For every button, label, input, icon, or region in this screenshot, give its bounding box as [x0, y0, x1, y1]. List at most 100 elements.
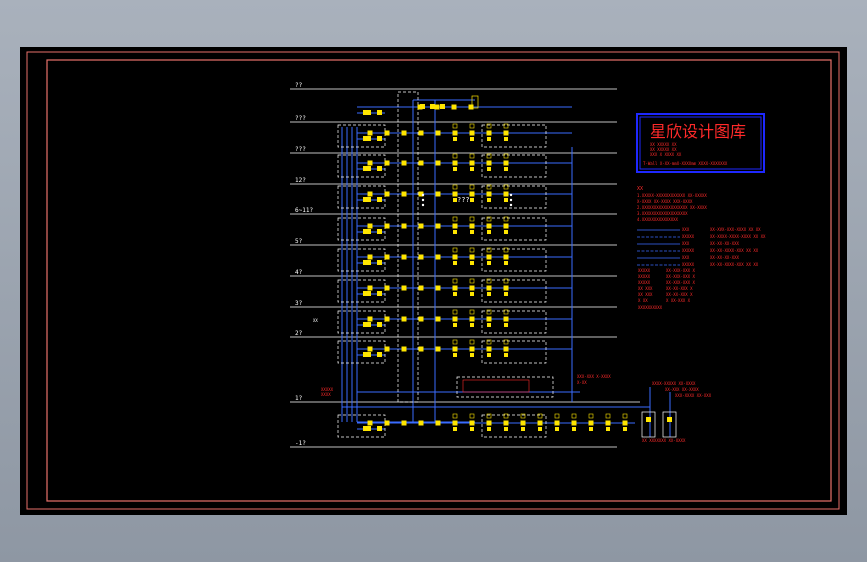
- valve-device: [520, 420, 526, 426]
- valve-device: [435, 130, 441, 136]
- pump-device: [363, 291, 371, 296]
- meter-device: [453, 167, 457, 171]
- pump-device: [363, 260, 371, 265]
- pump-device: [377, 136, 382, 141]
- dashed-boundaries: [337, 91, 554, 438]
- valve-device: [486, 130, 492, 136]
- valve-device: [503, 285, 509, 291]
- legend2-code: XXXXX: [638, 268, 651, 273]
- legend2-desc: XX-XXX-XXX X: [666, 280, 695, 285]
- valve-device: [469, 130, 475, 136]
- legend2-code: XX XXX: [638, 292, 653, 297]
- tank-box: [662, 411, 677, 438]
- meter-device: [504, 427, 508, 431]
- legend2-desc: XX-XXX-XXX X: [666, 268, 695, 273]
- valve-device: [367, 160, 373, 166]
- meter-box: [605, 413, 611, 419]
- meter-box: [486, 216, 492, 222]
- valve-device: [435, 160, 441, 166]
- legend2-desc: XX-XXX-XXX X: [666, 274, 695, 279]
- valve-device: [503, 316, 509, 322]
- notes-line: 2.XXXXXXXXXXXXXXXXXXX XX-XXXX: [637, 205, 707, 210]
- valve-device: [435, 420, 441, 426]
- valve-device: [486, 316, 492, 322]
- valve-device: [418, 420, 424, 426]
- valve-device: [434, 104, 440, 110]
- dashed-room: [481, 217, 547, 241]
- meter-box: [588, 413, 594, 419]
- meter-box: [469, 278, 475, 284]
- valve-device: [418, 254, 424, 260]
- meter-device: [470, 292, 474, 296]
- meter-device: [470, 353, 474, 357]
- valve-device: [503, 346, 509, 352]
- valve-device: [384, 130, 390, 136]
- meter-box: [452, 309, 458, 315]
- dashed-room: [337, 340, 386, 364]
- meter-device: [487, 427, 491, 431]
- dashed-room: [481, 185, 547, 209]
- meter-device: [487, 137, 491, 141]
- legend-desc: XX-XX-XX-XXX: [710, 241, 739, 246]
- valve-device: [503, 420, 509, 426]
- valve-device: [418, 191, 424, 197]
- floor-label: -1?: [295, 440, 306, 447]
- meter-box: [452, 247, 458, 253]
- meter-device: [487, 292, 491, 296]
- valve-device: [503, 160, 509, 166]
- meter-box: [503, 278, 509, 284]
- valve-device: [435, 191, 441, 197]
- tank-device: [667, 417, 672, 422]
- meter-box: [554, 413, 560, 419]
- pump-device: [363, 229, 371, 234]
- valve-device: [367, 130, 373, 136]
- meter-box: [486, 278, 492, 284]
- meter-device: [487, 353, 491, 357]
- dashed-room: [481, 340, 547, 364]
- tank-box: [641, 411, 656, 438]
- meter-box: [503, 184, 509, 190]
- valve-device: [486, 346, 492, 352]
- title-block-line2: XX XXXXX XX: [650, 147, 677, 152]
- valve-device: [452, 223, 458, 229]
- meter-box: [469, 247, 475, 253]
- meter-box: [571, 413, 577, 419]
- legend-desc: XX-XVX-XXX-XXXX XX XX: [710, 227, 761, 232]
- valve-device: [468, 104, 474, 110]
- dashed-room: [481, 248, 547, 272]
- valve-device: [384, 160, 390, 166]
- meter-device: [453, 323, 457, 327]
- meter-device: [504, 137, 508, 141]
- ellipsis-dot: [421, 198, 425, 202]
- tank-note1: XXXX-XXXXX XX-XXXX: [652, 381, 696, 386]
- valve-device: [401, 160, 407, 166]
- valve-device: [452, 346, 458, 352]
- pump-device: [377, 426, 382, 431]
- meter-box: [452, 123, 458, 129]
- valve-device: [401, 420, 407, 426]
- meter-box: [469, 153, 475, 159]
- valve-device: [486, 420, 492, 426]
- meter-device: [504, 261, 508, 265]
- legend2-footer: XXXXXXXXXX: [638, 305, 663, 310]
- dashed-room: [481, 414, 547, 438]
- floor-label: ???: [295, 115, 306, 122]
- meter-device: [538, 427, 542, 431]
- pump-device: [377, 229, 382, 234]
- meter-box: [486, 247, 492, 253]
- riser-diagram: ????????12?6~11?5?4?3?2?1?-1? ??? 星欣设计图库…: [26, 51, 840, 510]
- ellipsis-dot: [509, 198, 513, 202]
- title-block-line3: XXX X XXXX XX: [650, 152, 682, 157]
- meter-device: [487, 230, 491, 234]
- valve-device: [469, 191, 475, 197]
- meter-box: [486, 413, 492, 419]
- meter-device: [453, 230, 457, 234]
- meter-box: [503, 123, 509, 129]
- roof-tank: [471, 95, 479, 109]
- valve-device: [435, 346, 441, 352]
- drawing-sheet[interactable]: ????????12?6~11?5?4?3?2?1?-1? ??? 星欣设计图库…: [20, 47, 847, 515]
- legend2-code: XXXXX: [638, 274, 651, 279]
- pump-device: [377, 110, 382, 115]
- meter-device: [470, 198, 474, 202]
- equipment-frame: [462, 379, 530, 393]
